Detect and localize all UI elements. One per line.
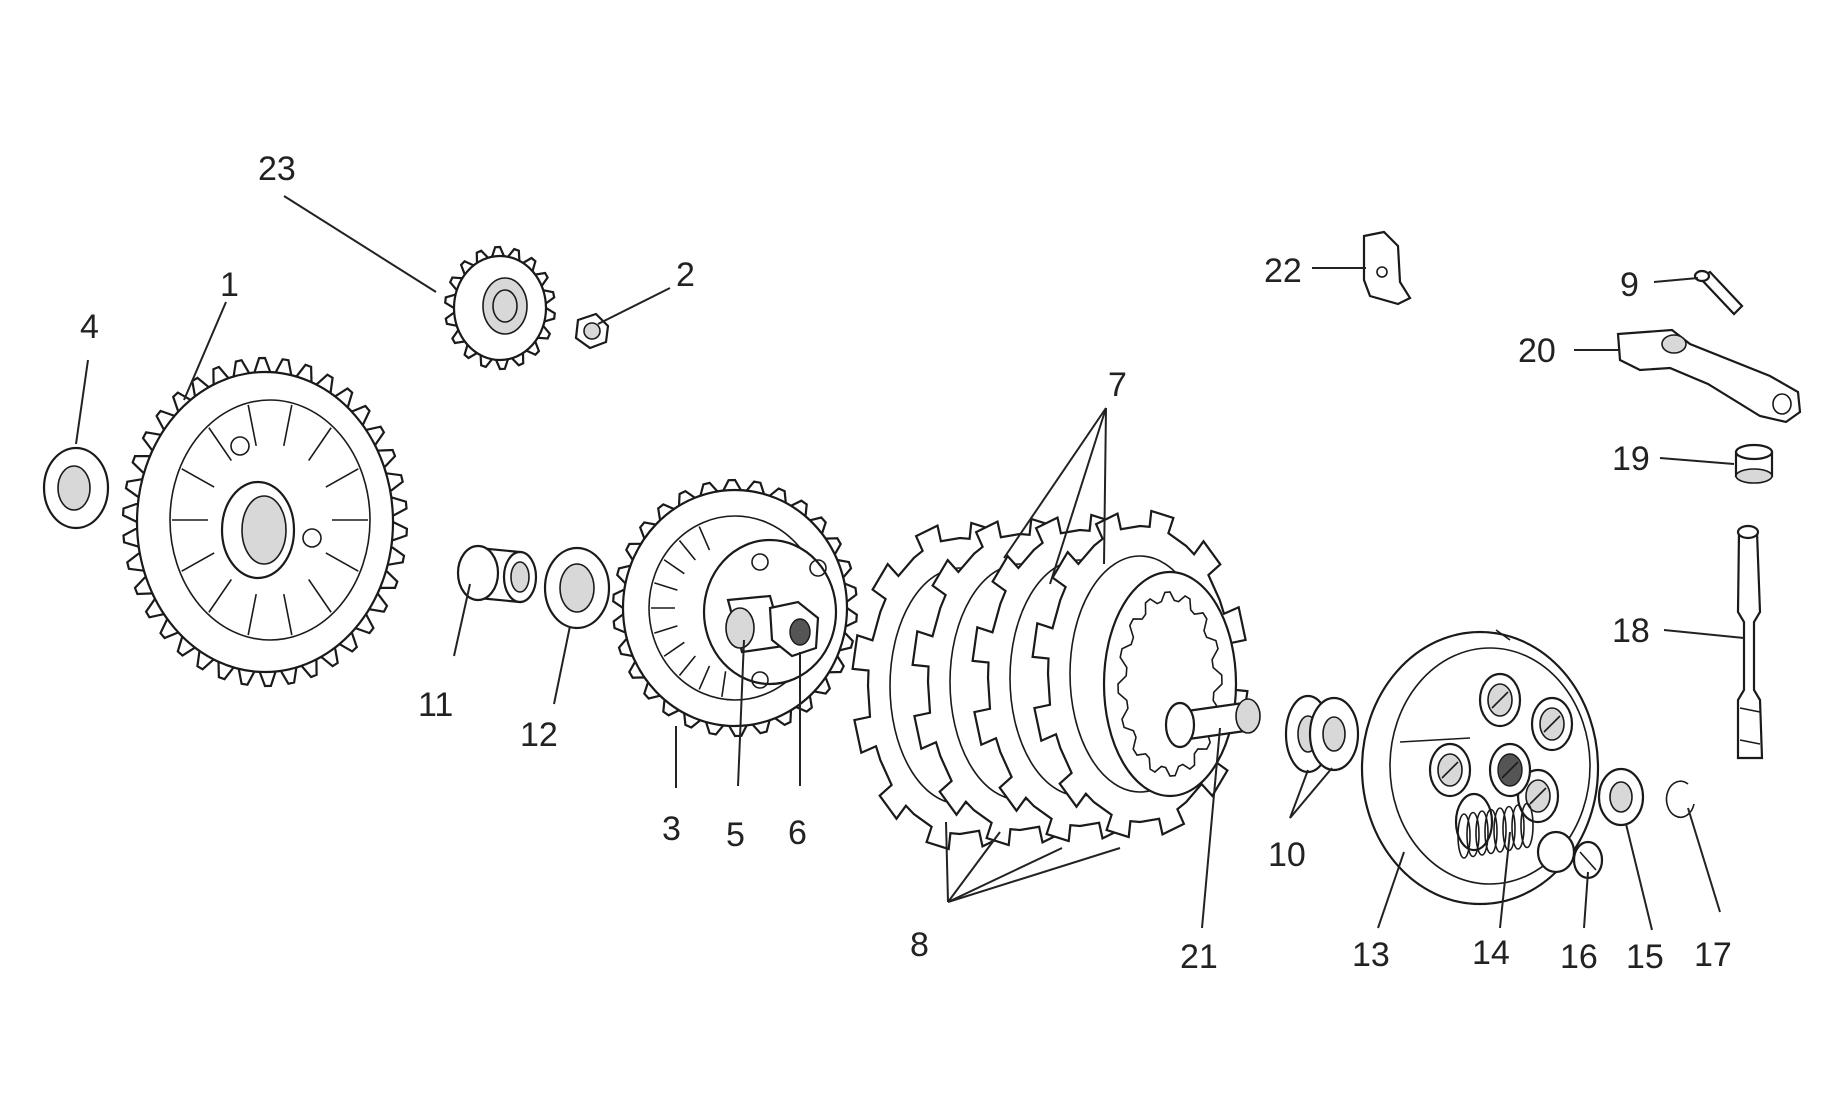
callout-23: 23 xyxy=(258,150,296,188)
part-17-circlip xyxy=(1665,780,1695,818)
callout-3: 3 xyxy=(662,810,681,848)
part-3-clutch-hub xyxy=(612,478,858,738)
callout-12: 12 xyxy=(520,716,558,754)
part-21-push-piece xyxy=(1164,698,1261,749)
part-18-release-shaft xyxy=(1736,524,1764,760)
callout-labels: 23 1 4 2 11 12 3 5 6 7 8 21 10 13 14 16 … xyxy=(80,150,1732,976)
part-22-bracket xyxy=(1362,230,1412,306)
callout-9: 9 xyxy=(1620,266,1639,304)
leader-lines xyxy=(75,195,1745,931)
part-20-release-lever xyxy=(1616,328,1802,424)
callout-20: 20 xyxy=(1518,332,1556,370)
callout-7: 7 xyxy=(1108,366,1127,404)
part-16-screw xyxy=(1536,830,1604,880)
part-10-bearing xyxy=(1284,694,1360,774)
part-2-nut xyxy=(574,312,610,350)
part-19-bearing xyxy=(1734,443,1774,484)
callout-6: 6 xyxy=(788,814,807,852)
part-1-clutch-basket xyxy=(121,356,409,688)
part-13-pressure-plate xyxy=(1360,629,1600,906)
callout-8: 8 xyxy=(910,926,929,964)
callout-15: 15 xyxy=(1626,938,1664,976)
part-23-sprocket xyxy=(444,245,556,371)
callout-1: 1 xyxy=(220,266,239,304)
callout-18: 18 xyxy=(1612,612,1650,650)
callout-21: 21 xyxy=(1180,938,1218,976)
callout-19: 19 xyxy=(1612,440,1650,478)
part-12-washer xyxy=(543,546,611,630)
callout-17: 17 xyxy=(1694,936,1732,974)
part-9-bolt xyxy=(1693,269,1744,316)
callout-22: 22 xyxy=(1264,252,1302,290)
callout-13: 13 xyxy=(1352,936,1390,974)
part-4-seal xyxy=(42,446,110,530)
part-15-washer xyxy=(1597,767,1645,827)
callout-2: 2 xyxy=(676,256,695,294)
callout-5: 5 xyxy=(726,816,745,854)
part-6-hub-nut xyxy=(768,600,820,658)
parts-7-8-clutch-plates xyxy=(851,509,1249,851)
part-11-bushing xyxy=(456,544,538,604)
callout-16: 16 xyxy=(1560,938,1598,976)
part-14-spring xyxy=(1454,792,1534,859)
callout-14: 14 xyxy=(1472,934,1510,972)
callout-4: 4 xyxy=(80,308,99,346)
callout-11: 11 xyxy=(418,686,453,724)
callout-10: 10 xyxy=(1268,836,1306,874)
